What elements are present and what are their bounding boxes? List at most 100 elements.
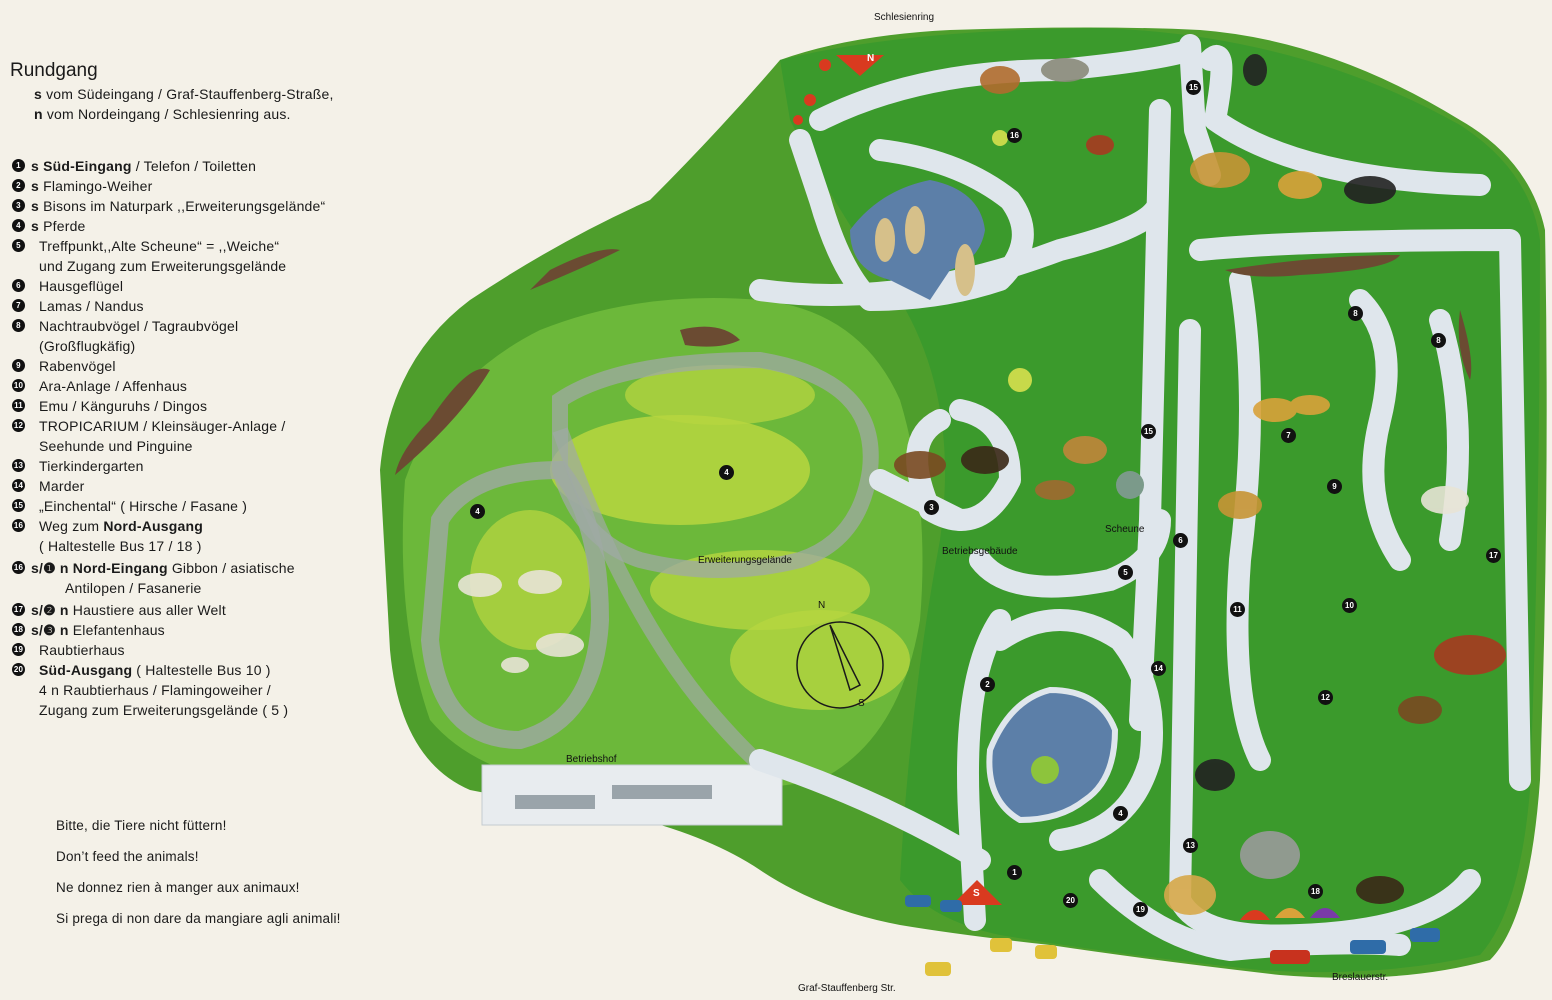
legend-prefix: s/❶ n [31,560,69,576]
map-marker-19: 19 [1133,902,1148,917]
meadow-patch [650,550,870,630]
map-marker-5: 5 [1118,565,1133,580]
map-marker-11: 11 [1230,602,1245,617]
legend-item: 17 s/❷ n Haustiere aus aller Welt [12,600,412,620]
intro-south-text: vom Südeingang / Graf-Stauffenberg-Straß… [46,86,334,102]
number-badge: 7 [12,299,25,312]
legend-prefix: s/❸ n [31,622,69,638]
legend-panel: Rundgang s vom Südeingang / Graf-Stauffe… [0,0,420,1000]
legend-prefix: s [31,198,39,214]
depot-building [481,764,783,826]
meadow-patch [730,610,910,710]
legend-text: Lamas / Nandus [39,298,144,314]
legend-text: Hausgeflügel [39,278,124,294]
legend-text: Pferde [43,218,86,234]
legend-item: Zugang zum Erweiterungsgelände ( 5 ) [12,700,412,720]
intro-south: s vom Südeingang / Graf-Stauffenberg-Str… [34,86,334,102]
map-marker-4b: 4 [470,504,485,519]
map-marker-17: 17 [1486,548,1501,563]
legend-text-line2: und Zugang zum Erweiterungsgelände [39,258,287,274]
legend-bold: Süd-Ausgang [39,662,133,678]
legend-text: Tierkindergarten [39,458,144,474]
intro-south-key: s [34,86,42,102]
compass-n-label: N [818,600,826,611]
legend-prefix: s [31,218,39,234]
compass [796,621,884,709]
legend-bold: Nord-Ausgang [103,518,203,534]
legend-bold: Süd-Eingang [43,158,132,174]
depot-label: Betriebshof [566,754,617,765]
legend-text: Bisons im Naturpark ,,Erweiterungsgeländ… [43,198,326,214]
number-badge: 10 [12,379,25,392]
map-marker-20: 20 [1063,893,1078,908]
number-badge: 20 [12,663,25,676]
umbrellas [1240,908,1340,920]
number-badge: 8 [12,319,25,332]
legend-text: Weg zum [39,518,100,534]
legend-prefix: s [31,158,39,174]
flamingo-pond [986,686,1119,824]
number-badge: 11 [12,399,25,412]
legend-prefix: s/❷ n [31,602,69,618]
intro-north: n vom Nordeingang / Schlesienring aus. [34,106,291,122]
map-marker-10: 10 [1342,598,1357,613]
north-entrance-sign [836,55,884,76]
map-marker-8a: 8 [1348,306,1363,321]
legend-text: Elefantenhaus [72,622,165,638]
legend-text: Haustiere aus aller Welt [72,602,226,618]
legend-title: Rundgang [10,60,98,81]
extension-meadow [402,298,923,794]
number-badge: 18 [12,623,25,636]
legend-text: Flamingo-Weiher [43,178,153,194]
map-marker-12: 12 [1318,690,1333,705]
number-badge: 2 [12,179,25,192]
legend-item: 13 Tierkindergarten [12,456,412,476]
number-badge: 9 [12,359,25,372]
number-badge: 13 [12,459,25,472]
trail [420,460,610,750]
map-marker-7: 7 [1281,428,1296,443]
legend-text-line2: ( Haltestelle Bus 17 / 18 ) [39,538,202,554]
intro-north-text: vom Nordeingang / Schlesienring aus. [46,106,291,122]
map-marker-14: 14 [1151,661,1166,676]
number-badge: 17 [12,603,25,616]
map-marker-15a: 15 [1141,424,1156,439]
north-sign-label: N [867,53,875,64]
legend-text-line2: 4 n Raubtierhaus / Flamingoweiher / [39,682,271,698]
number-badge: 4 [12,219,25,232]
park-area [380,27,1547,978]
animal-figures [458,54,1506,915]
legend-item: 18 s/❸ n Elefantenhaus [12,620,412,640]
legend-text: Ara-Anlage / Affenhaus [39,378,188,394]
service-building-label: Betriebsgebäude [942,546,1018,557]
hedges [395,249,1472,475]
legend-text: Zugang zum Erweiterungsgelände ( 5 ) [39,702,289,718]
notice-italian: Si prega di non dare da mangiare agli an… [56,911,341,926]
legend-text: / Telefon / Toiletten [135,158,257,174]
legend-prefix: s [31,178,39,194]
south-sign-label: S [973,888,980,899]
legend-item: 6 Hausgeflügel [12,276,412,296]
map-marker-18: 18 [1308,884,1323,899]
map-marker-1: 1 [1007,865,1022,880]
number-badge: 6 [12,279,25,292]
gibbon-pond [850,180,985,300]
map-marker-6: 6 [1173,533,1188,548]
intro-north-key: n [34,106,43,122]
number-badge: 16 [12,561,25,574]
meadow-patch [470,510,590,650]
map-marker-4c: 4 [1113,806,1128,821]
depot-roof [515,795,595,809]
notice-french: Ne donnez rien à manger aux animaux! [56,880,300,895]
tree [992,130,1008,146]
